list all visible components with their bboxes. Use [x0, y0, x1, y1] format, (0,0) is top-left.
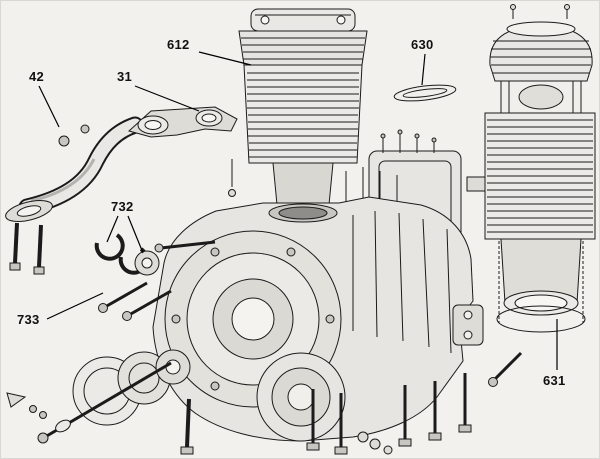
exhaust-pipe [5, 116, 144, 275]
manifold-flange [58, 106, 238, 147]
leader-line-612 [198, 51, 252, 66]
leader-line-31 [134, 85, 200, 112]
leader-line-733 [46, 292, 104, 320]
leader-line-42 [38, 85, 60, 128]
part-label-42: 42 [29, 69, 45, 84]
mounting-bolts [180, 351, 523, 455]
part-label-733: 733 [17, 312, 40, 327]
right-cylinder-assembly [466, 4, 596, 333]
leader-line-732b [127, 215, 144, 254]
leader-lines [38, 51, 558, 370]
head-gasket [393, 84, 457, 102]
leader-line-630 [421, 53, 426, 86]
top-cylinder [228, 8, 368, 216]
leader-line-732a [106, 215, 119, 243]
crankcase [152, 167, 484, 442]
part-label-630: 630 [411, 37, 434, 52]
part-label-732: 732 [111, 199, 134, 214]
part-label-31: 31 [117, 69, 133, 84]
part-label-631: 631 [543, 373, 566, 388]
part-label-612: 612 [167, 37, 190, 52]
clamp-parts [94, 233, 216, 321]
front-cover-discs [6, 349, 191, 444]
